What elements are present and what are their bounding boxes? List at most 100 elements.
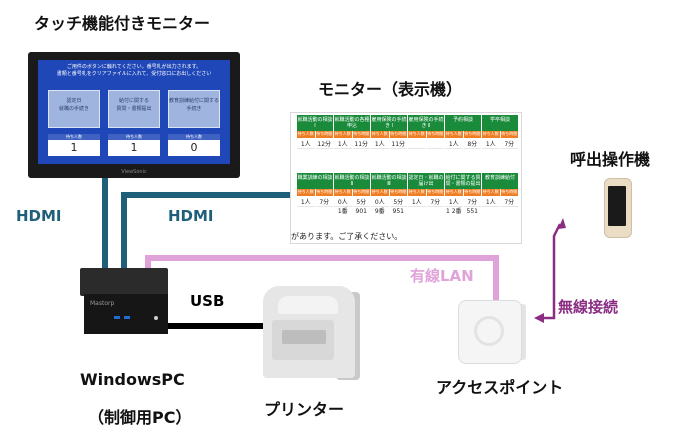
bottom-head-1: 就職活動の相談 Ⅱ	[334, 173, 370, 189]
top-sub-1: 待ち時間	[315, 131, 333, 138]
touch-button-2[interactable]: 給付に関する 質問・書類提出	[108, 90, 160, 128]
touch-header-line1: ご用件のボタンに触れてください。番号札が出力されます。	[66, 64, 202, 70]
touch-monitor-label: タッチ機能付きモニター	[34, 14, 211, 33]
bottom-value-0: 1人	[297, 198, 315, 207]
touch-button-2-line2: 質問・書類提出	[116, 106, 152, 112]
bottom-sub-1: 待ち時間	[315, 189, 333, 196]
top-sub-2: 待ち人数	[334, 131, 352, 138]
touch-button-2-line1: 給付に関する	[118, 98, 149, 104]
top-sub-3: 待ち時間	[352, 131, 370, 138]
bottom-number-2: 1番	[337, 208, 348, 215]
touch-count-2-head: 待ち人数	[108, 134, 160, 140]
top-sub-11: 待ち時間	[500, 131, 518, 138]
access-point-label: アクセスポイント	[436, 378, 564, 397]
bottom-number-0	[297, 209, 315, 217]
pc-power-light	[154, 316, 158, 320]
top-value-10: 1人	[482, 140, 500, 149]
bottom-number-6	[408, 209, 426, 217]
touch-count-2: 待ち人数 1	[108, 134, 160, 156]
top-sub-5: 待ち時間	[389, 131, 407, 138]
touch-button-1[interactable]: 認定日 就職の手続き	[48, 90, 100, 128]
bottom-value-8: 1人	[445, 198, 463, 207]
top-head-3: 雇用保険の手続き Ⅱ	[408, 115, 444, 131]
touch-button-3[interactable]: 教育訓練給付に関する 手続き	[168, 90, 220, 128]
touch-count-3: 待ち人数 0	[168, 134, 220, 156]
bottom-sub-4: 待ち人数	[371, 189, 389, 196]
top-head-1: 就職活動の各種申込	[334, 115, 370, 131]
touch-header-line2: 書類と番号札をクリアファイルに入れて、受付窓口にお出しください	[56, 71, 212, 77]
access-point-ring	[474, 316, 504, 346]
top-value-2: 1人	[334, 140, 352, 149]
top-head-2: 雇用保険の手続き Ⅰ	[371, 115, 407, 131]
wireless-arrow-bottom	[534, 313, 544, 323]
bottom-sub-3: 待ち時間	[352, 189, 370, 196]
top-value-4: 1人	[371, 140, 389, 149]
board-message: があります。ご了承ください。	[291, 232, 403, 241]
display-monitor-label: モニター（表示機）	[318, 80, 463, 99]
bottom-value-9: 7分	[463, 198, 481, 207]
touch-button-1-line2: 就職の手続き	[58, 106, 89, 112]
top-sub-9: 待ち時間	[463, 131, 481, 138]
top-value-6	[408, 140, 426, 149]
touch-screen: ご用件のボタンに触れてください。番号札が出力されます。 書類と番号札をクリアファ…	[38, 60, 230, 164]
pc-label-line2: （制御用PC）	[88, 408, 192, 427]
top-head-0: 就職活動の相談 Ⅰ	[297, 115, 333, 131]
touch-monitor-brand: ViewSonic	[121, 169, 147, 175]
top-sub-0: 待ち人数	[297, 131, 315, 138]
touch-count-2-value: 1	[108, 140, 160, 156]
bottom-head-2: 就職活動の相談 Ⅲ	[371, 173, 407, 189]
bottom-number-1	[316, 209, 334, 217]
bottom-sub-8: 待ち人数	[445, 189, 463, 196]
printer-label: プリンター	[264, 400, 345, 419]
top-value-0: 1人	[297, 140, 315, 149]
top-value-5: 11分	[389, 140, 407, 149]
bottom-value-4: 0人	[371, 198, 389, 207]
pc-top	[80, 268, 168, 296]
bottom-value-6: 1人	[408, 198, 426, 207]
touch-count-3-value: 0	[168, 140, 220, 156]
top-value-3: 11分	[352, 140, 370, 149]
touch-monitor: ご用件のボタンに触れてください。番号札が出力されます。 書類と番号札をクリアファ…	[28, 52, 240, 178]
top-sub-6: 待ち人数	[408, 131, 426, 138]
bottom-number-5: 951	[392, 208, 404, 215]
touch-screen-header: ご用件のボタンに触れてください。番号札が出力されます。 書類と番号札をクリアファ…	[38, 60, 230, 78]
top-value-1: 12分	[315, 140, 333, 149]
bottom-number-8: 1 2番	[445, 208, 462, 215]
bottom-number-3: 901	[355, 208, 367, 215]
pc-label-line1: WindowsPC	[80, 370, 185, 389]
top-sub-7: 待ち時間	[426, 131, 444, 138]
bottom-value-3: 5分	[352, 198, 370, 207]
pc-usb-port	[114, 316, 120, 319]
bottom-head-0: 職業訓練の相談	[297, 173, 333, 189]
windows-pc: Mastorp	[84, 294, 168, 334]
bottom-sub-11: 待ち時間	[500, 189, 518, 196]
printer-window	[282, 330, 326, 344]
bottom-sub-5: 待ち時間	[389, 189, 407, 196]
touch-count-1: 待ち人数 1	[48, 134, 100, 156]
bottom-sub-9: 待ち時間	[463, 189, 481, 196]
bottom-value-2: 0人	[334, 198, 352, 207]
top-value-9: 8分	[463, 140, 481, 149]
bottom-number-11	[501, 209, 519, 217]
touch-count-1-head: 待ち人数	[48, 134, 100, 140]
bottom-value-1: 7分	[315, 198, 333, 207]
bottom-number-9: 551	[466, 208, 478, 215]
caller-label: 呼出操作機	[570, 150, 651, 169]
top-sub-10: 待ち人数	[482, 131, 500, 138]
pc-brand: Mastorp	[90, 300, 115, 307]
hdmi-label-right: HDMI	[168, 207, 214, 225]
bottom-value-5: 5分	[389, 198, 407, 207]
top-sub-4: 待ち人数	[371, 131, 389, 138]
touch-button-3-line2: 手続き	[186, 106, 202, 112]
pc-usb-port-2	[124, 316, 130, 319]
bottom-sub-7: 待ち時間	[426, 189, 444, 196]
wireless-label: 無線接続	[558, 298, 619, 316]
bottom-sub-2: 待ち人数	[334, 189, 352, 196]
bottom-sub-6: 待ち人数	[408, 189, 426, 196]
top-value-7	[426, 140, 444, 149]
top-sub-8: 待ち人数	[445, 131, 463, 138]
bottom-value-7: 7分	[426, 198, 444, 207]
